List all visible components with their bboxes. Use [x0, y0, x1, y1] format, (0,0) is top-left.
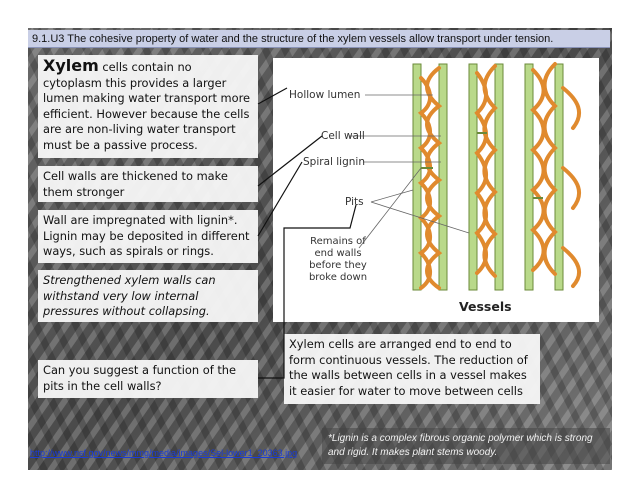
vessels-illustration [349, 62, 582, 291]
xylem-no-cytoplasm-box: Xylem cells contain no cytoplasm this pr… [38, 55, 258, 158]
cell-walls-box: Cell walls are thickened to make them st… [38, 166, 258, 202]
continuous-vessels-box: Xylem cells are arranged end to end to f… [284, 334, 540, 404]
label-pits: Pits [345, 196, 364, 208]
slide-title: 9.1.U3 The cohesive property of water an… [28, 30, 610, 48]
lignin-box: Wall are impregnated with lignin*. Ligni… [38, 210, 258, 263]
strengthened-walls-box: Strengthened xylem walls can withstand v… [38, 270, 258, 322]
label-remains-end-walls: Remains of end walls before they broke d… [308, 236, 368, 283]
label-spiral-lignin: Spiral lignin [303, 156, 365, 168]
label-vessels: Vessels [459, 299, 512, 314]
label-hollow-lumen: Hollow lumen [289, 89, 361, 101]
label-cell-wall: Cell wall [321, 130, 365, 142]
xylem-description: cells contain no cytoplasm this provides… [43, 60, 251, 152]
source-link[interactable]: http://www.nsf.gov/news/mmg/media/images… [30, 448, 298, 458]
pits-question-box: Can you suggest a function of the pits i… [38, 360, 258, 398]
lignin-footnote: *Lignin is a complex fibrous organic pol… [322, 428, 610, 464]
xylem-vessels-diagram: Hollow lumen Cell wall Spiral lignin Pit… [273, 58, 599, 322]
xylem-heading-word: Xylem [43, 56, 99, 75]
